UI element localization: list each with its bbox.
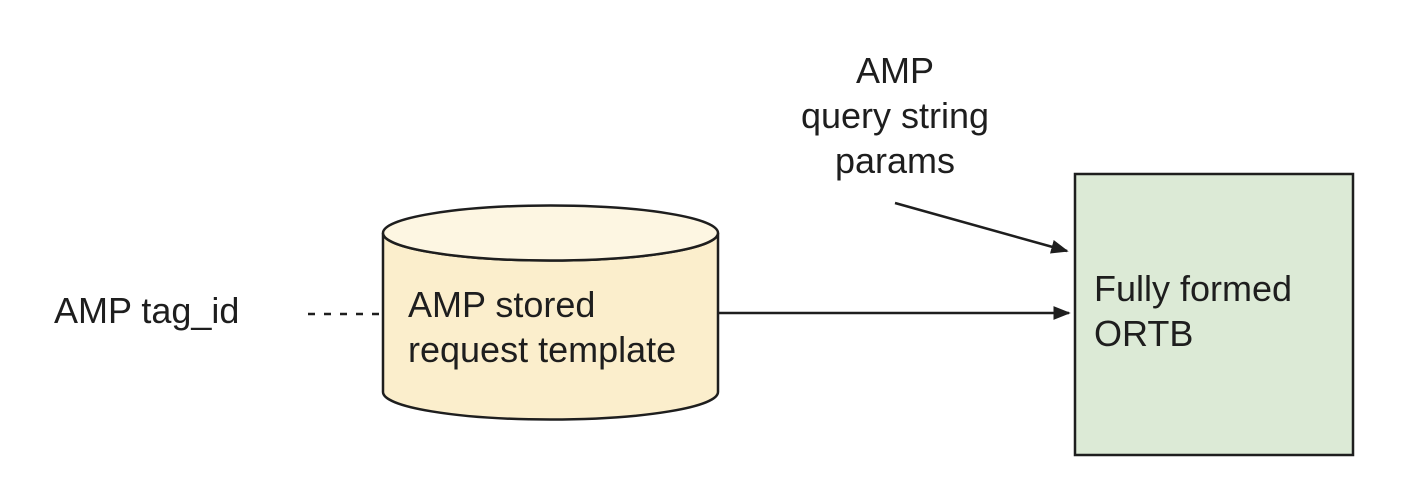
- edge-queryparams-to-ortb: [894, 201, 1069, 254]
- stored-request-cylinder-top: [381, 204, 720, 262]
- ortb-box-label-line1: Fully formed: [1094, 268, 1293, 309]
- ortb-box: [1073, 172, 1355, 457]
- query-params-label-line3: params: [834, 140, 956, 181]
- query-params-label-line2: query string: [800, 95, 990, 136]
- stored-request-cylinder-label-line2: request template: [408, 329, 677, 370]
- stored-request-cylinder-label: AMP stored request template: [408, 282, 676, 372]
- query-params-label: AMP query string params: [775, 48, 1015, 183]
- ortb-box-label-line2: ORTB: [1094, 313, 1194, 354]
- query-params-label-line1: AMP: [855, 50, 934, 91]
- ortb-box-label: Fully formed ORTB: [1094, 266, 1292, 356]
- tag-id-label: AMP tag_id: [54, 290, 240, 331]
- stored-request-cylinder-label-line1: AMP stored: [408, 284, 596, 325]
